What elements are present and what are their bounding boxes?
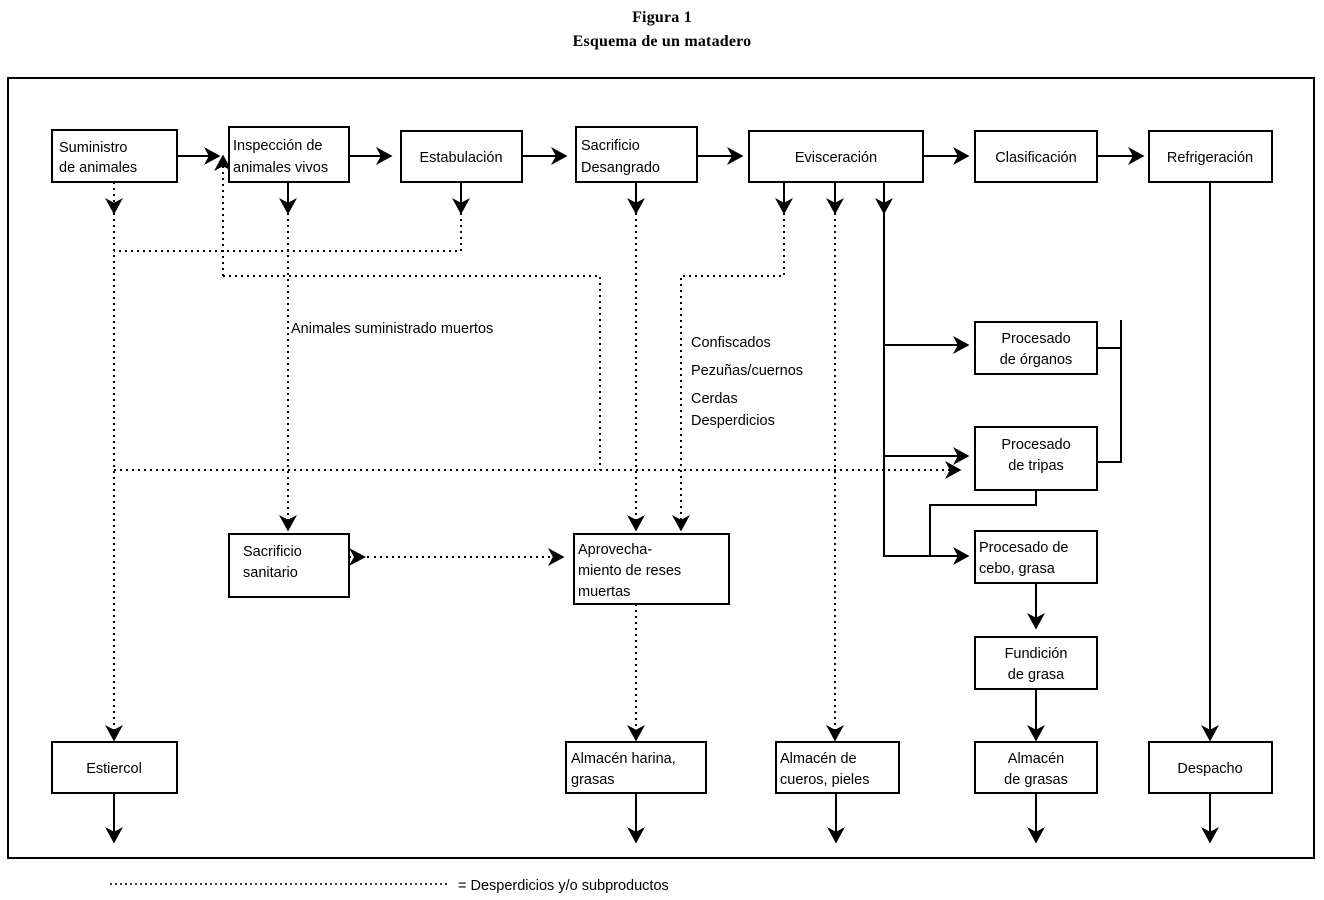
bottom-exit-arrows: [105, 793, 1219, 844]
node-sacrificio-label-1: Sacrificio: [581, 138, 640, 154]
node-procesado-de-tripas[interactable]: Procesado de tripas: [974, 426, 1098, 491]
legend: = Desperdicios y/o subproductos: [110, 878, 669, 894]
node-procesado-tripas-label-2: de tripas: [1008, 458, 1064, 474]
node-evisceracion-label: Evisceración: [795, 150, 877, 166]
node-almacen-grasas-label-2: de grasas: [1004, 772, 1068, 788]
node-despacho-label: Despacho: [1177, 761, 1242, 777]
node-estabulacion-label: Estabulación: [419, 150, 502, 166]
node-procesado-organos-label-2: de órganos: [1000, 352, 1073, 368]
node-procesado-organos-label-1: Procesado: [1001, 331, 1070, 347]
node-sacrificio-sanitario-label-2: sanitario: [243, 565, 298, 581]
procesado-right-outputs: [1097, 320, 1122, 463]
node-refrigeracion-label: Refrigeración: [1167, 150, 1253, 166]
node-procesado-cebo-label-2: cebo, grasa: [979, 561, 1056, 577]
node-procesado-de-organos[interactable]: Procesado de órganos: [974, 321, 1098, 375]
evisceracion-processing-branch: [883, 207, 970, 565]
node-refrigeracion[interactable]: Refrigeración: [1148, 130, 1273, 183]
node-almacen-cueros-pieles[interactable]: Almacén de cueros, pieles: [775, 741, 900, 794]
node-suministro-label-1: Suministro: [59, 140, 128, 156]
annotation-residues-list: Confiscados Pezuñas/cuernos Cerdas Despe…: [691, 335, 803, 429]
annotation-residue-3: Desperdicios: [691, 413, 775, 429]
node-almacen-harina-label-2: grasas: [571, 772, 615, 788]
annotation-residue-0: Confiscados: [691, 335, 771, 351]
node-suministro-label-2: de animales: [59, 160, 137, 176]
node-sacrificio-desangrado[interactable]: Sacrificio Desangrado: [575, 126, 698, 183]
node-sacrificio-sanitario[interactable]: Sacrificio sanitario: [228, 533, 350, 598]
annotation-residue-2: Cerdas: [691, 391, 738, 407]
node-fundicion-label-2: de grasa: [1008, 667, 1065, 683]
node-estiercol-label: Estiercol: [86, 761, 142, 777]
node-inspeccion-animales-vivos[interactable]: Inspección de animales vivos: [228, 126, 350, 183]
legend-label: = Desperdicios y/o subproductos: [458, 878, 669, 894]
node-sacrificio-sanitario-label-1: Sacrificio: [243, 544, 302, 560]
node-inspeccion-label-2: animales vivos: [233, 160, 328, 176]
solid-down-stubs: [279, 182, 893, 215]
node-almacen-harina-grasas[interactable]: Almacén harina, grasas: [565, 741, 707, 794]
node-aprovechamiento-label-2: miento de reses: [578, 563, 681, 579]
node-almacen-grasas-label-1: Almacén: [1008, 751, 1064, 767]
node-aprovechamiento-reses-muertas[interactable]: Aprovecha- miento de reses muertas: [573, 533, 730, 605]
node-estabulacion[interactable]: Estabulación: [400, 130, 523, 183]
diagram-frame: [7, 77, 1315, 859]
figure-title: Figura 1 Esquema de un matadero: [0, 6, 1324, 54]
node-procesado-tripas-label-1: Procesado: [1001, 437, 1070, 453]
annotation-residue-1: Pezuñas/cuernos: [691, 363, 803, 379]
dotted-estabulacion-return: [114, 207, 462, 252]
dotted-sanitario-aprovechamiento: [349, 548, 565, 566]
node-almacen-cueros-label-1: Almacén de: [780, 751, 857, 767]
node-almacen-cueros-label-2: cueros, pieles: [780, 772, 869, 788]
node-estiercol[interactable]: Estiercol: [51, 741, 178, 794]
node-fundicion-label-1: Fundición: [1005, 646, 1068, 662]
node-despacho[interactable]: Despacho: [1148, 741, 1273, 794]
node-suministro-de-animales[interactable]: Suministro de animales: [51, 129, 178, 183]
dotted-evisceracion-confiscados: [672, 207, 785, 532]
node-sacrificio-label-2: Desangrado: [581, 160, 660, 176]
dotted-animales-muertos-route: [223, 275, 601, 470]
node-evisceracion[interactable]: Evisceración: [748, 130, 924, 183]
node-aprovechamiento-label-3: muertas: [578, 584, 630, 600]
node-procesado-cebo-label-1: Procesado de: [979, 540, 1068, 556]
figure-title-line1: Figura 1: [632, 9, 692, 26]
figure-title-line2: Esquema de un matadero: [572, 33, 752, 50]
node-procesado-de-cebo-grasa[interactable]: Procesado de cebo, grasa: [974, 530, 1098, 584]
tripas-to-cebo: [929, 490, 1037, 556]
node-almacen-de-grasas[interactable]: Almacén de grasas: [974, 741, 1098, 794]
annotation-animales-muertos: Animales suministrado muertos: [291, 321, 493, 337]
node-fundicion-de-grasa[interactable]: Fundición de grasa: [974, 636, 1098, 690]
node-almacen-harina-label-1: Almacén harina,: [571, 751, 676, 767]
node-inspeccion-label-1: Inspección de: [233, 138, 322, 154]
node-clasificacion[interactable]: Clasificación: [974, 130, 1098, 183]
node-aprovechamiento-label-1: Aprovecha-: [578, 542, 652, 558]
node-clasificacion-label: Clasificación: [995, 150, 1076, 166]
